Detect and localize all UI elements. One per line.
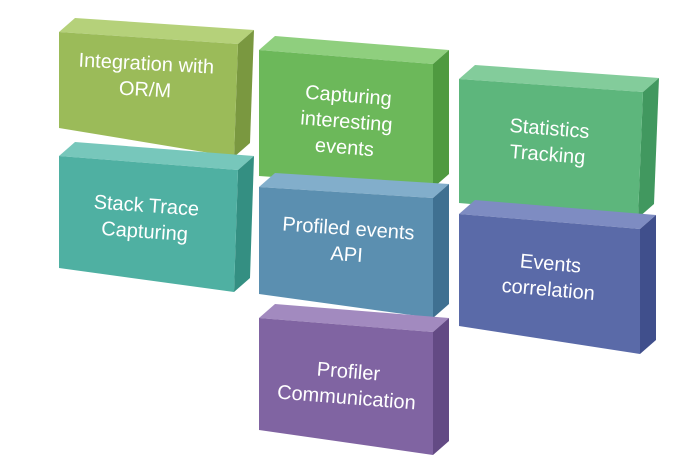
block-side-face: [640, 215, 656, 354]
block-label-line: API: [330, 243, 364, 267]
block-side-face: [433, 318, 449, 455]
block-label-line: events: [314, 135, 374, 162]
block-correlation: Eventscorrelation: [459, 200, 656, 354]
block-top-face: [459, 200, 656, 229]
block-statistics: StatisticsTracking: [459, 65, 659, 218]
block-front-face: [59, 156, 238, 292]
block-front-face: [259, 50, 433, 188]
block-side-face: [433, 184, 449, 318]
block-top-face: [259, 36, 449, 64]
block-front-face: [59, 32, 238, 157]
block-side-face: [234, 156, 254, 292]
block-side-face: [638, 78, 659, 218]
block-front-face: [259, 187, 433, 318]
block-top-face: [259, 304, 449, 332]
block-side-face: [234, 30, 254, 157]
block-front-face: [459, 79, 643, 218]
block-label-line: Events: [519, 250, 582, 277]
block-communication: ProfilerCommunication: [259, 304, 449, 455]
block-capturing: Capturinginterestingevents: [259, 36, 449, 188]
block-label-line: Profiler: [316, 359, 381, 386]
block-top-face: [59, 18, 254, 44]
block-side-face: [433, 50, 449, 188]
block-profiled: Profiled eventsAPI: [259, 173, 449, 318]
block-top-face: [59, 142, 254, 170]
block-integration: Integration withOR/M: [59, 18, 254, 157]
block-front-face: [259, 318, 433, 455]
block-stacktrace: Stack TraceCapturing: [59, 142, 254, 292]
block-front-face: [459, 214, 640, 354]
block-label-line: OR/M: [118, 78, 171, 103]
block-top-face: [459, 65, 659, 92]
block-top-face: [259, 173, 449, 198]
